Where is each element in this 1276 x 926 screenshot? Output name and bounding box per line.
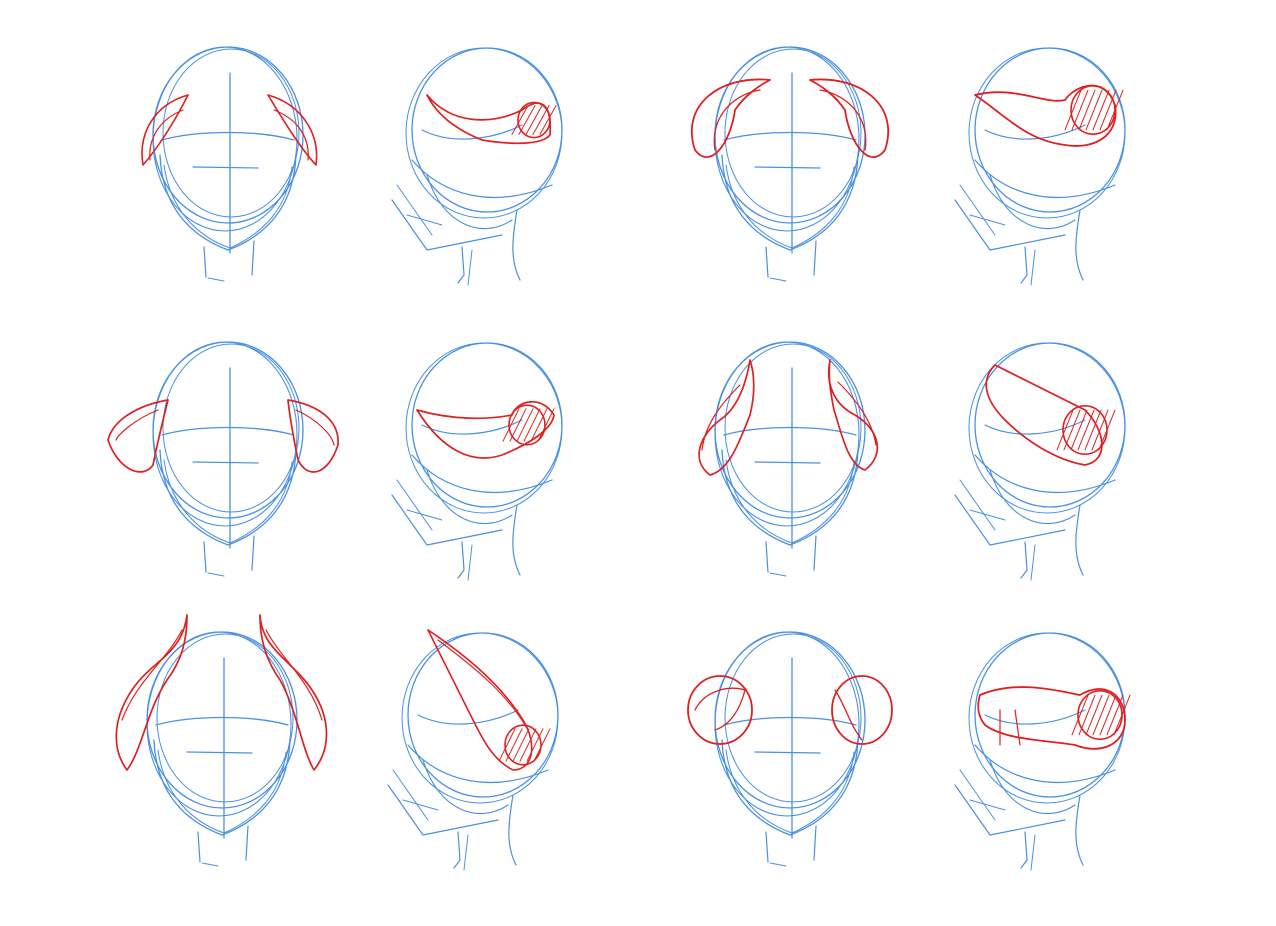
head-sketch-12-three-quarter [954, 632, 1131, 871]
head-sketch-11-front [687, 631, 893, 867]
head-sketch-7-front [698, 341, 879, 577]
head-sketch-4-three-quarter [954, 47, 1126, 286]
head-sketch-5-front [107, 341, 339, 577]
head-sketch-9-front [115, 614, 328, 867]
head-sketch-2-three-quarter [391, 47, 563, 286]
head-sketch-1-front [141, 46, 318, 282]
head-sketch-10-three-quarter [387, 629, 559, 871]
head-sketch-8-three-quarter [954, 342, 1126, 581]
head-sketch-3-front [690, 46, 890, 282]
head-sketch-6-three-quarter [391, 342, 563, 581]
